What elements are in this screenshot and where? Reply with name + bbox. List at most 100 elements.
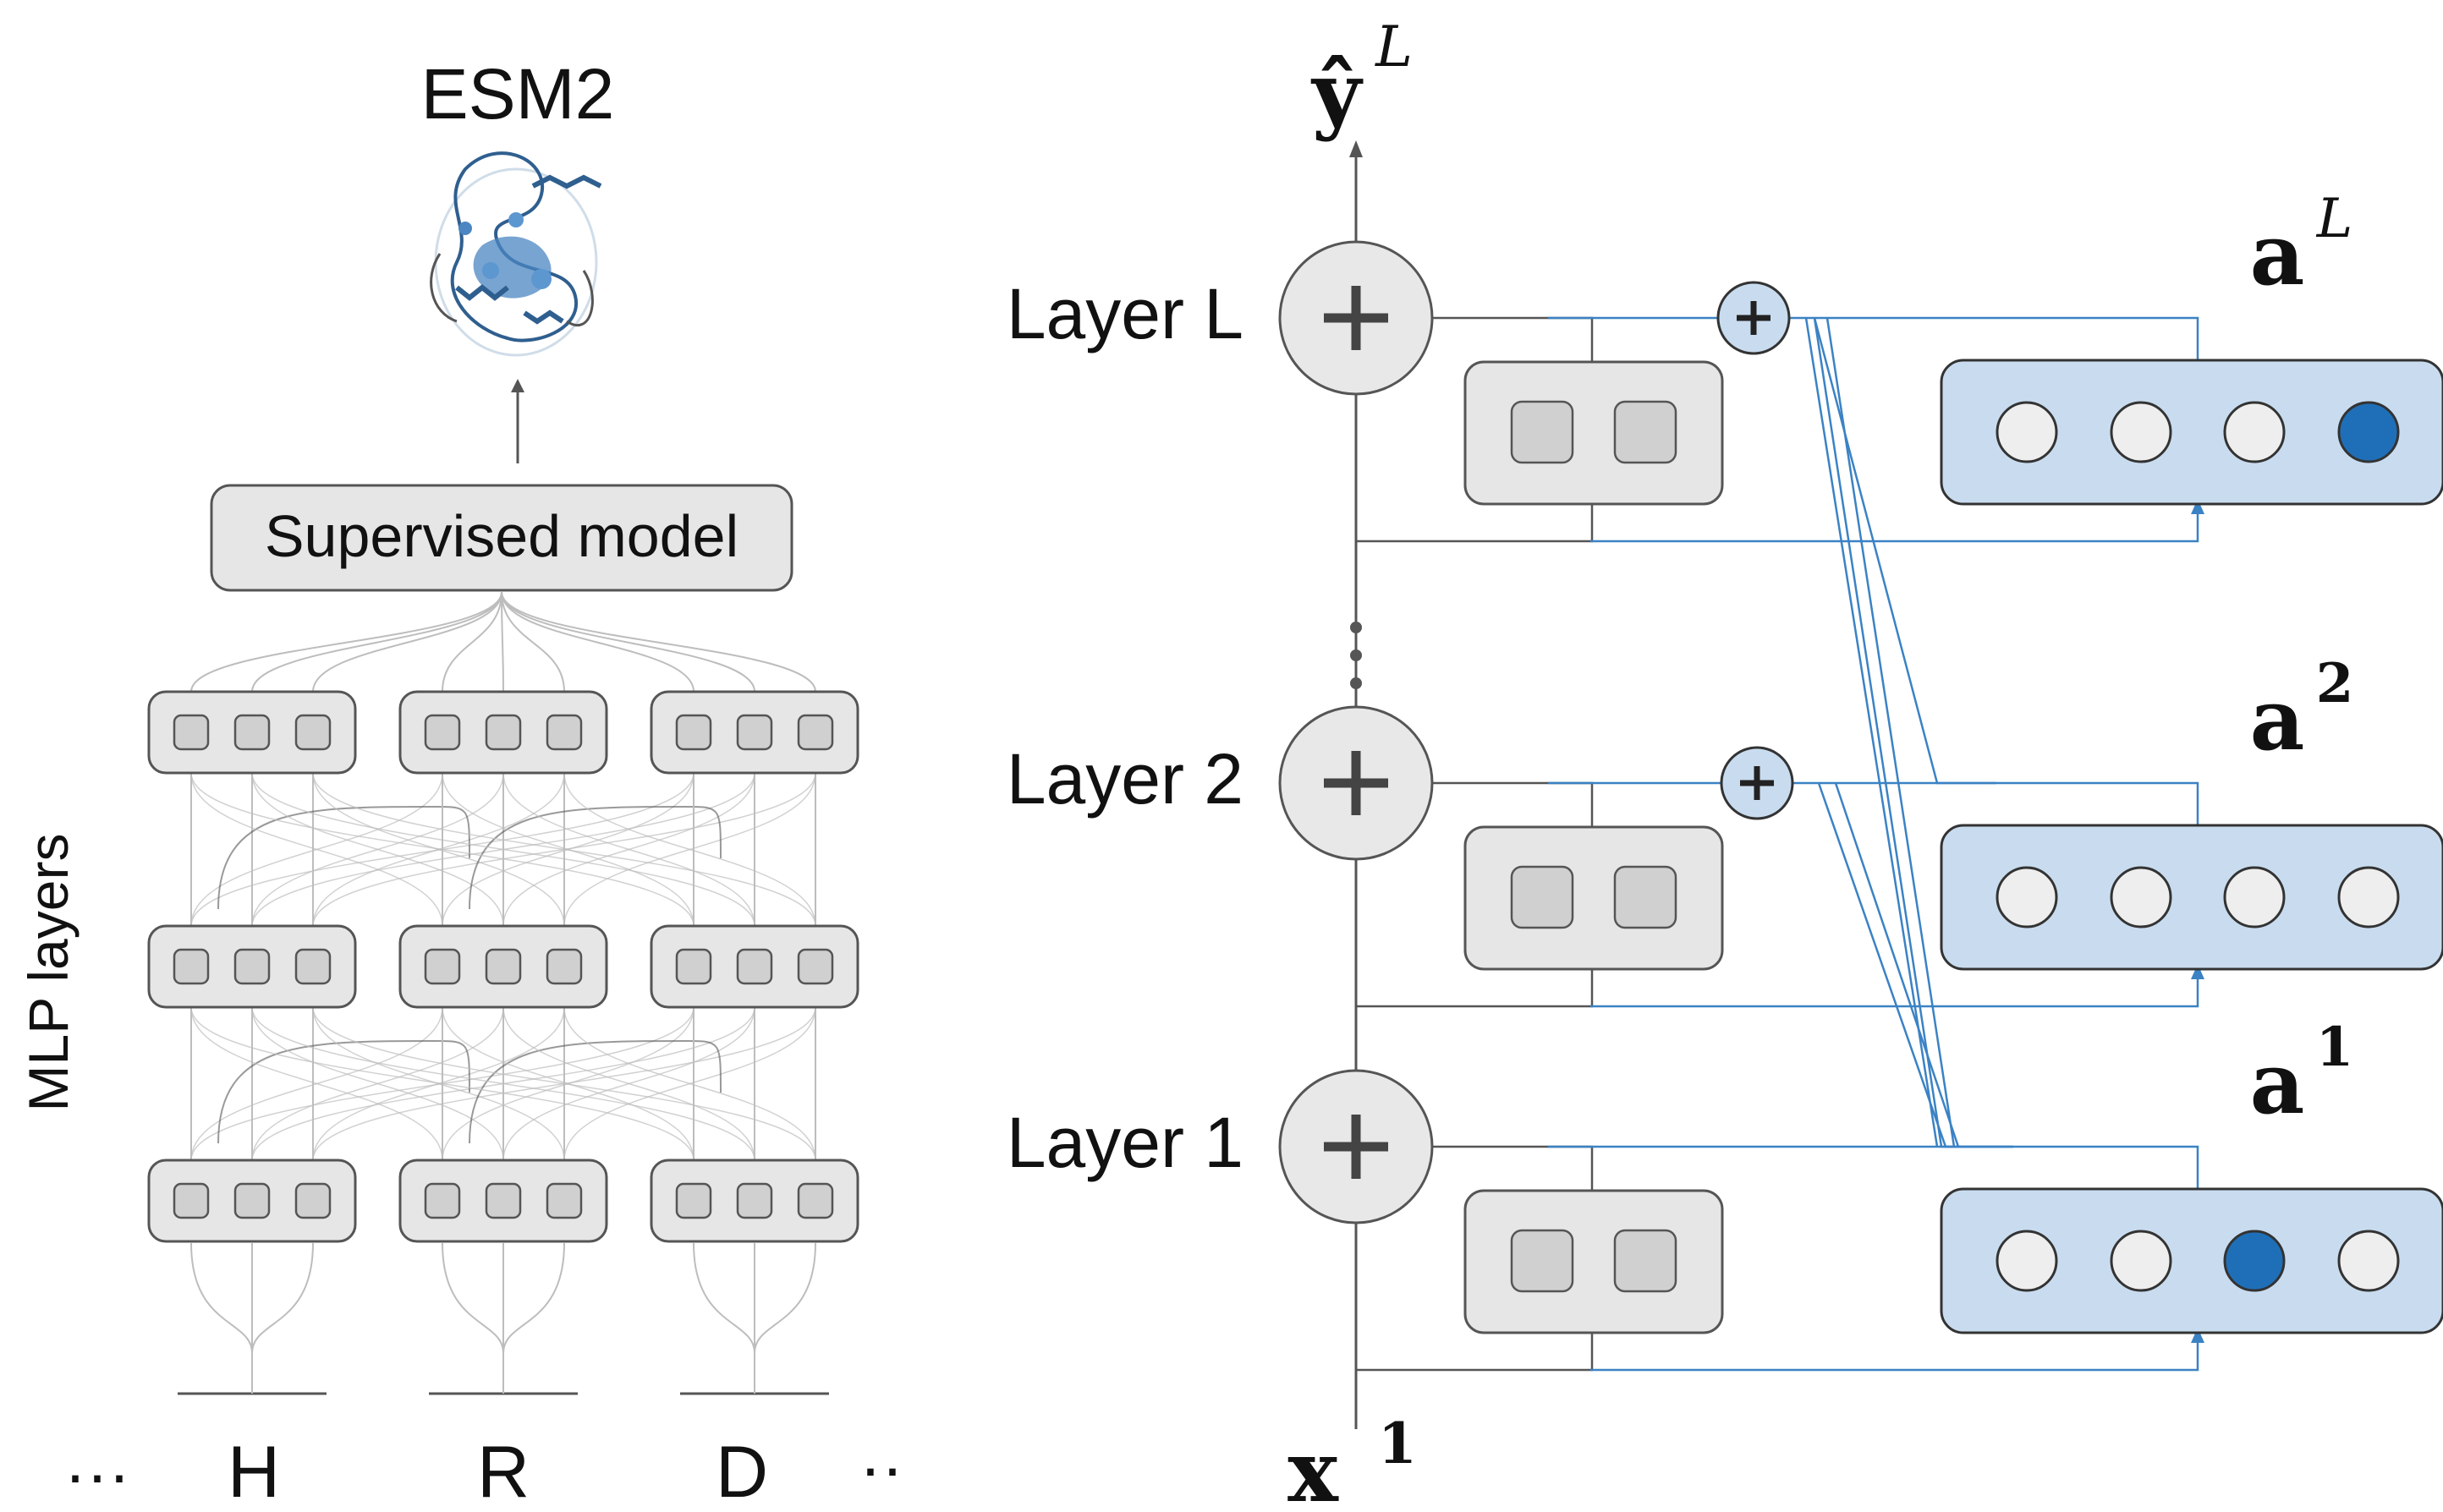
layer-label: Layer 2 bbox=[1007, 739, 1243, 819]
wire bbox=[693, 1242, 755, 1354]
activation-unit-active bbox=[2223, 1230, 2286, 1292]
wire bbox=[251, 772, 504, 927]
activation-unit-active bbox=[2337, 401, 2400, 463]
activation-unit bbox=[2223, 866, 2286, 929]
mlp-unit bbox=[294, 1182, 332, 1219]
mlp-block bbox=[650, 690, 859, 775]
activation-unit bbox=[2110, 866, 2172, 929]
wire bbox=[501, 591, 565, 693]
layer-label: Layer L bbox=[1007, 274, 1243, 353]
wire bbox=[190, 591, 502, 693]
layer-ellipsis-dot bbox=[1350, 677, 1362, 689]
wire bbox=[217, 805, 470, 910]
sublayer-unit bbox=[1613, 865, 1677, 929]
wire bbox=[442, 591, 502, 693]
mlp-block bbox=[650, 924, 859, 1009]
sublayer-unit bbox=[1510, 400, 1574, 464]
mlp-unit bbox=[675, 1182, 712, 1219]
mlp-unit bbox=[736, 948, 773, 985]
mlp-unit bbox=[675, 948, 712, 985]
mlp-unit bbox=[797, 714, 834, 751]
mlp-unit bbox=[424, 948, 461, 985]
wire bbox=[312, 591, 502, 693]
activation-label-base: a bbox=[2250, 205, 2305, 304]
aggregation-wire bbox=[1804, 317, 1939, 1148]
wire bbox=[251, 1242, 314, 1354]
wire bbox=[442, 1242, 504, 1354]
ellipsis-right: ·· bbox=[859, 1430, 903, 1504]
activation-unit bbox=[2337, 1230, 2400, 1292]
mlp-block bbox=[147, 1159, 357, 1243]
mlp-unit bbox=[797, 948, 834, 985]
wire bbox=[754, 1242, 816, 1354]
mlp-block bbox=[650, 1159, 859, 1243]
mlp-block bbox=[398, 690, 608, 775]
wire bbox=[501, 591, 816, 693]
mlp-grid bbox=[147, 591, 859, 1395]
arrowhead bbox=[2191, 1328, 2204, 1343]
activation-unit bbox=[2110, 401, 2172, 463]
wire bbox=[442, 772, 694, 927]
wire bbox=[501, 591, 755, 693]
sublayer-unit bbox=[1510, 1229, 1574, 1293]
wire bbox=[251, 772, 755, 927]
mlp-unit bbox=[233, 948, 271, 985]
mlp-unit bbox=[675, 714, 712, 751]
wire bbox=[251, 1006, 504, 1161]
activation-wire bbox=[1548, 316, 2199, 360]
mlp-unit bbox=[485, 948, 522, 985]
arrowhead bbox=[2191, 499, 2204, 514]
activation-label-sup: 2 bbox=[2316, 652, 2354, 715]
mlp-unit bbox=[294, 714, 332, 751]
protein-structure-icon bbox=[430, 151, 602, 357]
mlp-unit bbox=[173, 1182, 210, 1219]
activation-return-wire bbox=[1590, 507, 2199, 543]
mlp-layers-label: MLP layers bbox=[17, 834, 80, 1112]
activation-label-sup: L bbox=[2316, 188, 2353, 250]
supervised-model-box bbox=[210, 484, 793, 592]
mlp-unit bbox=[485, 1182, 522, 1219]
mlp-wiring bbox=[178, 591, 829, 1395]
wire bbox=[190, 1006, 443, 1161]
wire bbox=[501, 591, 504, 693]
aggregation-wire bbox=[1825, 317, 1956, 1148]
ellipsis-left: ··· bbox=[64, 1437, 130, 1511]
layer-ellipsis-dot bbox=[1350, 622, 1362, 633]
input-sup: 1 bbox=[1378, 1411, 1417, 1476]
input-label: x 1 bbox=[1287, 1411, 1417, 1512]
wire bbox=[217, 1040, 470, 1144]
wire bbox=[501, 591, 694, 693]
activation-box bbox=[1940, 1187, 2443, 1334]
wire bbox=[190, 772, 443, 927]
activation-label-sup: 1 bbox=[2316, 1016, 2354, 1079]
output-label: ŷ L bbox=[1310, 14, 1413, 143]
mlp-unit bbox=[736, 1182, 773, 1219]
mlp-unit bbox=[546, 948, 583, 985]
esm2-title: ESM2 bbox=[421, 54, 615, 134]
mlp-block bbox=[398, 1159, 608, 1243]
residue-label-d: D bbox=[716, 1432, 768, 1512]
mlp-unit bbox=[233, 714, 271, 751]
mlp-unit bbox=[736, 714, 773, 751]
mlp-unit bbox=[173, 714, 210, 751]
wire bbox=[190, 772, 694, 927]
mlp-unit bbox=[485, 714, 522, 751]
aggregation-wire bbox=[1817, 782, 2013, 1148]
activation-wire bbox=[1548, 781, 2199, 825]
mlp-block bbox=[147, 924, 357, 1009]
activation-return-wire bbox=[1590, 972, 2199, 1008]
output-base: ŷ bbox=[1310, 43, 1364, 143]
aggregation-wire bbox=[1834, 782, 1960, 1148]
activation-label-base: a bbox=[2250, 670, 2305, 770]
activation-unit bbox=[2337, 866, 2400, 929]
sublayer-box bbox=[1463, 825, 1724, 971]
mlp-unit bbox=[233, 1182, 271, 1219]
activation-unit bbox=[1996, 866, 2058, 929]
supervised-model-label: Supervised model bbox=[265, 503, 738, 569]
